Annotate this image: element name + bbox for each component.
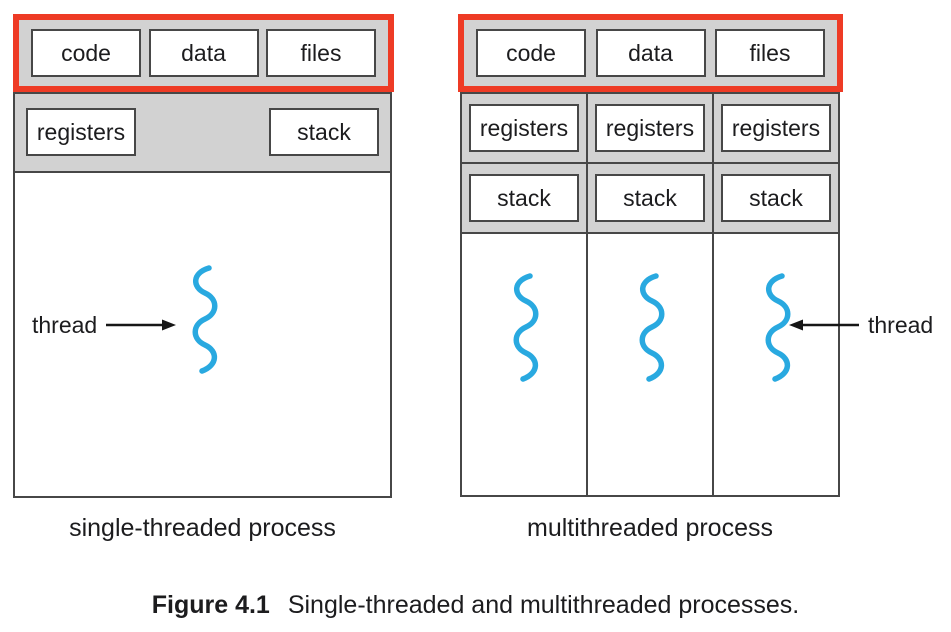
registers-label: registers	[479, 114, 569, 141]
registers-box: registers	[595, 104, 705, 152]
thread-squiggle-icon	[506, 272, 542, 384]
left-registers-stack-band: registers stack	[15, 94, 390, 173]
thread-column-1: registers stack	[462, 94, 586, 495]
right-thread-pointer: thread	[789, 313, 933, 337]
data-label: data	[628, 39, 673, 66]
left-registers-box: registers	[26, 108, 136, 156]
arrow-right-icon	[106, 317, 177, 333]
code-label: code	[506, 39, 556, 66]
thread-label: thread	[32, 311, 98, 338]
left-code-data-files-frame: code data files	[13, 14, 394, 92]
multithreaded-caption: multithreaded process	[527, 514, 773, 542]
thread-squiggle-icon	[185, 264, 221, 376]
stack-label: stack	[297, 118, 351, 145]
registers-box: registers	[469, 104, 579, 152]
stack-label: stack	[749, 184, 803, 211]
single-threaded-caption: single-threaded process	[69, 514, 336, 542]
registers-cell: registers	[588, 94, 712, 164]
thread-squiggle-icon	[632, 272, 668, 384]
files-label: files	[749, 39, 791, 66]
files-label: files	[300, 39, 342, 66]
stack-label: stack	[497, 184, 551, 211]
thread-column-3: registers stack	[712, 94, 838, 495]
right-code-box: code	[476, 29, 586, 77]
stack-label: stack	[623, 184, 677, 211]
left-thread-pointer: thread	[32, 311, 177, 338]
right-files-box: files	[715, 29, 825, 77]
thread-column-2: registers stack	[586, 94, 712, 495]
registers-label: registers	[731, 114, 821, 141]
left-stack-box: stack	[269, 108, 379, 156]
stack-cell: stack	[462, 164, 586, 234]
code-label: code	[61, 39, 111, 66]
figure-caption-text: Single-threaded and multithreaded proces…	[287, 591, 800, 619]
thread-squiggle-icon	[758, 272, 794, 384]
right-code-data-files-frame: code data files	[458, 14, 843, 92]
left-files-box: files	[266, 29, 376, 77]
stack-cell: stack	[588, 164, 712, 234]
figure-label: Figure 4.1	[151, 591, 270, 619]
stack-box: stack	[595, 174, 705, 222]
arrow-left-icon	[789, 317, 859, 333]
data-label: data	[181, 39, 226, 66]
registers-cell: registers	[714, 94, 838, 164]
multithreaded-process-box: registers stack registers	[460, 92, 840, 497]
left-code-box: code	[31, 29, 141, 77]
registers-label: registers	[605, 114, 695, 141]
single-threaded-process-box: registers stack	[13, 92, 392, 498]
registers-box: registers	[721, 104, 831, 152]
registers-label: registers	[36, 118, 126, 145]
stack-box: stack	[721, 174, 831, 222]
stack-cell: stack	[714, 164, 838, 234]
registers-cell: registers	[462, 94, 586, 164]
figure-caption: Figure 4.1 Single-threaded and multithrea…	[0, 591, 951, 620]
left-data-box: data	[148, 29, 259, 77]
stack-box: stack	[469, 174, 579, 222]
thread-label: thread	[868, 311, 934, 338]
right-data-box: data	[595, 29, 706, 77]
